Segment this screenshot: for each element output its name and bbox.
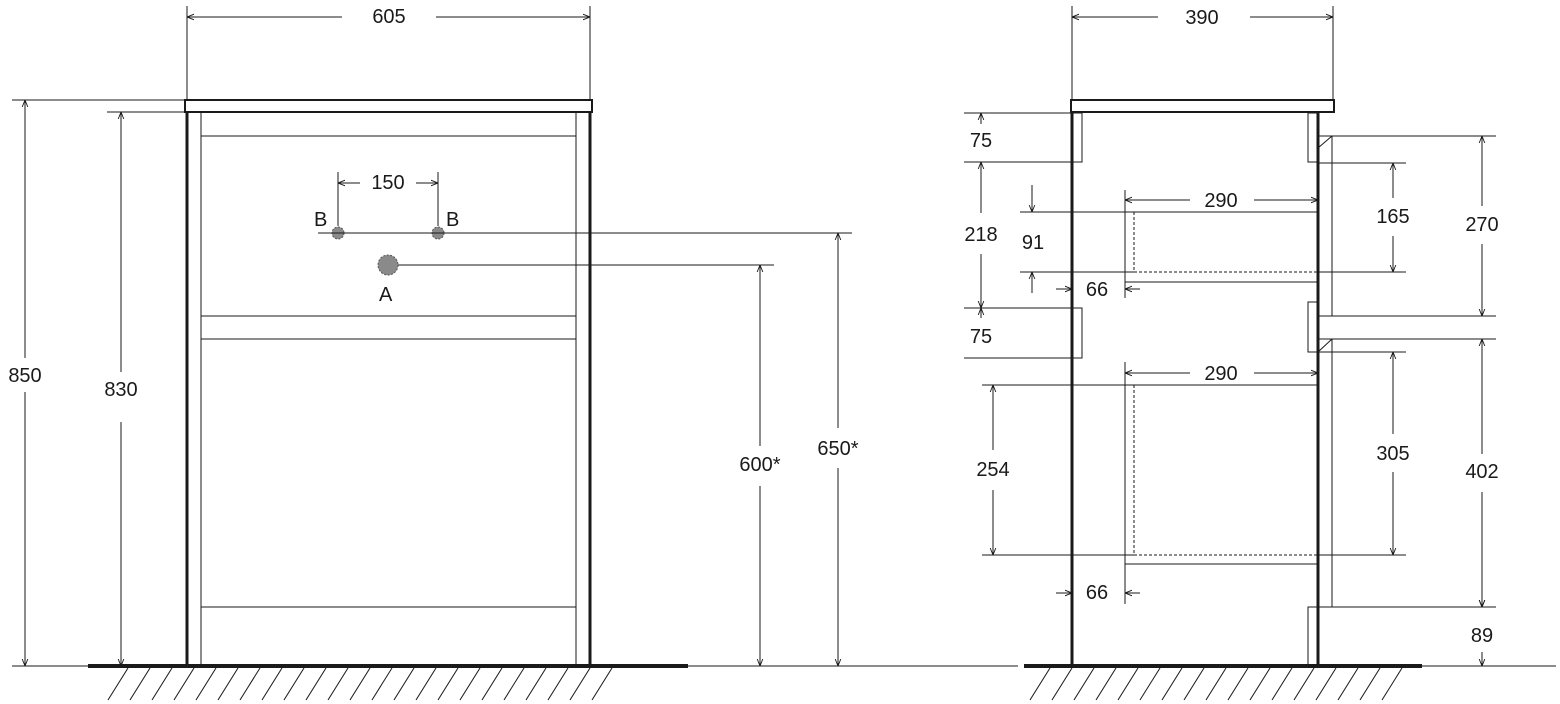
hatch-line <box>1117 667 1139 701</box>
hatch-line <box>1381 667 1403 701</box>
drain-icon <box>377 254 399 276</box>
hatch-line <box>195 667 217 701</box>
hatch-line <box>393 667 415 701</box>
dim-tap-spacing: 150 <box>371 172 404 194</box>
top-rail-front <box>1307 112 1319 163</box>
floor-hatching-side <box>1029 667 1403 701</box>
hatch-line <box>239 667 261 701</box>
dim-top-rail: 75 <box>970 130 992 152</box>
dim-middle-rail: 75 <box>970 326 992 348</box>
hatch-line <box>415 667 437 701</box>
dim-upper-drawer-height: 165 <box>1376 206 1409 228</box>
countertop-front <box>184 99 593 113</box>
hatch-line <box>569 667 591 701</box>
dim-drawer-low-offset: 254 <box>976 459 1009 481</box>
countertop-side <box>1070 99 1335 113</box>
dim-drain-height: 600* <box>739 454 780 476</box>
plinth-front <box>1307 606 1319 666</box>
hatch-line <box>371 667 393 701</box>
dim-upper-drawer-depth: 290 <box>1204 190 1237 212</box>
hatch-line <box>129 667 151 701</box>
middle-rail-front <box>1307 301 1319 353</box>
hatch-line <box>1227 667 1249 701</box>
hatch-line <box>305 667 327 701</box>
top-rail-back <box>1071 112 1083 163</box>
dim-upper-drawer-setback: 66 <box>1086 279 1108 301</box>
middle-rail-back <box>1071 307 1083 359</box>
floor-hatching-front <box>107 667 613 701</box>
hatch-line <box>1293 667 1315 701</box>
hatch-line <box>459 667 481 701</box>
hatch-line <box>481 667 503 701</box>
hatch-line <box>327 667 349 701</box>
hatch-line <box>1359 667 1381 701</box>
hatch-line <box>591 667 613 701</box>
hatch-line <box>1315 667 1337 701</box>
hatch-line <box>1095 667 1117 701</box>
middle-rail <box>200 315 577 340</box>
dim-upper-front-height: 270 <box>1465 214 1498 236</box>
dim-width-front: 605 <box>372 6 405 28</box>
upper-drawer-front <box>1318 135 1333 317</box>
dim-tap-height: 650* <box>817 438 858 460</box>
tap-right-label: B <box>446 209 459 231</box>
hatch-line <box>1271 667 1293 701</box>
dim-lower-drawer-height: 305 <box>1376 443 1409 465</box>
hatch-line <box>437 667 459 701</box>
dim-plinth: 89 <box>1471 625 1493 647</box>
dim-body-height: 830 <box>104 379 137 401</box>
front-view: B B A 605 150 850 830 600* <box>8 6 1018 701</box>
hatch-line <box>107 667 129 701</box>
hatch-line <box>1139 667 1161 701</box>
hatch-line <box>1205 667 1227 701</box>
dim-lower-front-height: 402 <box>1465 461 1498 483</box>
drain-label: A <box>379 284 393 306</box>
hatch-line <box>283 667 305 701</box>
hatch-line <box>547 667 569 701</box>
hatch-line <box>525 667 547 701</box>
lower-drawer-front <box>1318 338 1333 608</box>
hatch-line <box>1051 667 1073 701</box>
hatch-line <box>1249 667 1271 701</box>
hatch-line <box>349 667 371 701</box>
hatch-line <box>1073 667 1095 701</box>
hatch-line <box>1161 667 1183 701</box>
dim-total-height: 850 <box>8 365 41 387</box>
lower-drawer-box <box>1133 384 1319 556</box>
hatch-line <box>151 667 173 701</box>
dim-lower-drawer-depth: 290 <box>1204 363 1237 385</box>
hatch-line <box>217 667 239 701</box>
dim-lower-drawer-setback: 66 <box>1086 582 1108 604</box>
dim-depth: 390 <box>1185 7 1218 29</box>
hatch-line <box>261 667 283 701</box>
hatch-line <box>503 667 525 701</box>
tap-left-label: B <box>314 209 327 231</box>
hatch-line <box>1029 667 1051 701</box>
hatch-line <box>173 667 195 701</box>
hatch-line <box>1183 667 1205 701</box>
hatch-line <box>1337 667 1359 701</box>
dim-gap-upper: 218 <box>964 224 997 246</box>
side-view: 390 75 218 75 91 66 290 165 <box>964 6 1556 701</box>
upper-drawer-box <box>1133 211 1319 273</box>
dim-upper-drawer-inner: 91 <box>1022 232 1044 254</box>
